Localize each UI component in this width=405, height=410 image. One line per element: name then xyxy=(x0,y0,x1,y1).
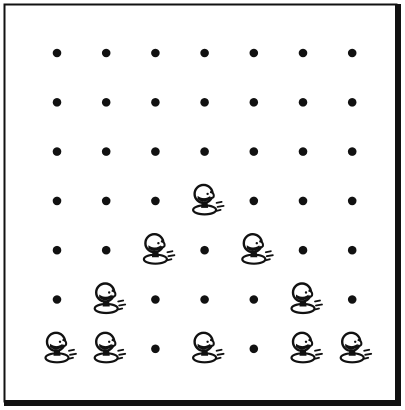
grid-dot xyxy=(250,98,259,107)
grid-dot xyxy=(200,295,209,304)
grid-dot xyxy=(250,49,259,58)
grid-dot xyxy=(200,98,209,107)
grid-dot xyxy=(151,197,160,206)
grid-dot xyxy=(348,49,357,58)
grid-dot xyxy=(250,197,259,206)
grid-dot xyxy=(151,345,160,354)
grid-dot xyxy=(250,147,259,156)
grid-dot xyxy=(53,197,62,206)
grid-dot xyxy=(151,49,160,58)
grid-dot xyxy=(102,246,111,255)
grid-dot xyxy=(151,147,160,156)
grid-dot xyxy=(102,49,111,58)
grid-dot xyxy=(102,98,111,107)
grid-dot xyxy=(348,98,357,107)
board-shadow-right xyxy=(395,4,401,406)
grid-dot xyxy=(299,197,308,206)
grid-dot xyxy=(299,98,308,107)
grid-dot xyxy=(200,49,209,58)
grid-dot xyxy=(53,98,62,107)
board-shadow-bottom xyxy=(4,400,401,406)
grid-dot xyxy=(299,49,308,58)
grid-dot xyxy=(53,49,62,58)
grid-dot xyxy=(102,147,111,156)
grid-dot xyxy=(250,345,259,354)
grid-dot xyxy=(53,295,62,304)
grid-dot xyxy=(348,246,357,255)
grid-dot xyxy=(348,197,357,206)
grid-dot xyxy=(299,246,308,255)
grid-dot xyxy=(151,295,160,304)
grid-dot xyxy=(151,98,160,107)
grid-dot xyxy=(200,246,209,255)
grid-dot xyxy=(53,147,62,156)
grid-dot xyxy=(299,147,308,156)
grid-dot xyxy=(348,147,357,156)
grid-dot xyxy=(102,197,111,206)
grid-dot xyxy=(348,295,357,304)
grid-dot xyxy=(250,295,259,304)
grid-dot xyxy=(53,246,62,255)
grid-dot xyxy=(200,147,209,156)
